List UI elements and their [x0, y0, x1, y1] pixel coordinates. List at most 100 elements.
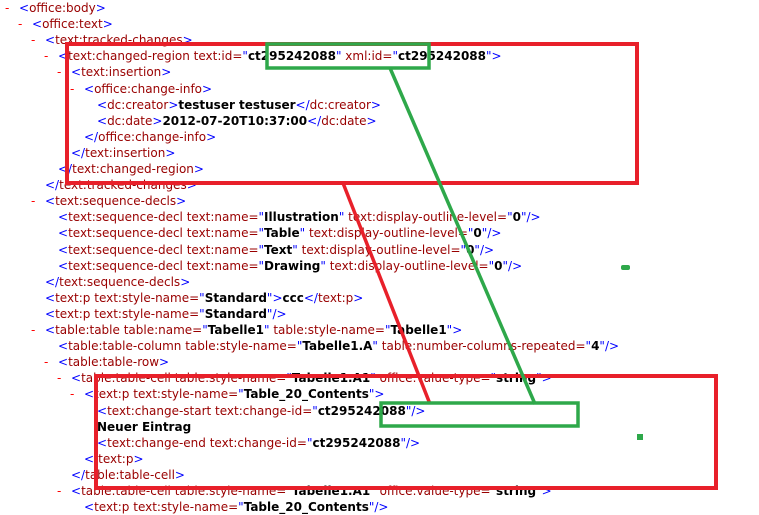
- xml-line-content: <text:tracked-changes>: [45, 32, 193, 48]
- xml-token-val: 0: [494, 258, 503, 273]
- xml-token-val: Table_20_Contents: [243, 500, 369, 515]
- xml-token-attr: text:style-name=: [133, 500, 239, 515]
- xml-line-content: <office:body>: [19, 0, 106, 16]
- xml-line-content: <table:table-cell table:style-name="Tabe…: [71, 483, 552, 499]
- xml-line-content: <office:text>: [32, 16, 113, 32]
- xml-line-content: <text:changed-region text:id="ct29524208…: [58, 48, 502, 64]
- xml-token-val: Drawing: [264, 258, 321, 273]
- xml-token-punc: >: [374, 387, 385, 402]
- xml-token-attr: text:display-outline-level=: [325, 258, 489, 273]
- collapse-toggle[interactable]: -: [31, 194, 36, 209]
- xml-token-val: Tabelle1.A1: [291, 484, 371, 498]
- xml-token-punc: </: [58, 162, 73, 176]
- xml-token-tag: dc:creator: [309, 97, 371, 112]
- collapse-toggle[interactable]: -: [57, 484, 62, 498]
- xml-token-punc: >: [541, 484, 552, 498]
- xml-line-content: <text:p text:style-name="Table_20_Conten…: [84, 386, 384, 402]
- xml-token-punc: />: [406, 435, 421, 450]
- collapse-toggle[interactable]: -: [5, 1, 10, 15]
- xml-token-punc: <: [58, 49, 69, 64]
- xml-token-tag: office:text: [42, 17, 103, 32]
- xml-token-attr: text:style-name=: [94, 290, 200, 305]
- xml-token-attr: text:display-outline-level=: [344, 210, 508, 225]
- xml-token-punc: ": [266, 290, 273, 305]
- xml-line-content: </text:sequence-decls>: [45, 274, 190, 290]
- xml-token-tag: text:tracked-changes: [55, 33, 183, 48]
- xml-token-attr: text:change-id=: [209, 435, 307, 450]
- xml-line-content: <text:sequence-decl text:name="Illustrat…: [58, 209, 541, 225]
- xml-token-punc: </: [84, 451, 99, 466]
- xml-token-punc: ": [299, 226, 306, 241]
- xml-token-val: string: [496, 371, 537, 386]
- xml-token-txt: testuser testuser: [178, 97, 296, 112]
- collapse-toggle[interactable]: -: [44, 49, 49, 64]
- xml-line-content: <text:insertion>: [71, 64, 171, 80]
- xml-token-punc: ": [296, 339, 303, 354]
- xml-token-tag: text:sequence-decl: [68, 210, 187, 225]
- xml-line-content: <table:table-row>: [58, 354, 169, 370]
- xml-token-tag: text:sequence-decls: [55, 194, 177, 209]
- xml-token-punc: ": [490, 484, 497, 498]
- xml-token-attr: text:display-outline-level=: [305, 226, 468, 241]
- xml-token-attr: text:style-name=: [133, 387, 239, 402]
- xml-token-val: ct295242088: [247, 49, 336, 64]
- collapse-toggle[interactable]: -: [70, 387, 75, 402]
- xml-token-punc: >: [206, 129, 217, 144]
- xml-token-tag: text:p: [94, 387, 134, 402]
- xml-token-punc: ": [199, 306, 205, 321]
- xml-line-content: <text:sequence-decl text:name="Text" tex…: [58, 242, 494, 258]
- xml-token-tag: text:sequence-decl: [68, 242, 187, 257]
- xml-token-tag: dc:date: [321, 113, 367, 128]
- xml-token-punc: <: [45, 290, 56, 305]
- xml-token-punc: ": [585, 339, 592, 354]
- xml-token-punc: >: [174, 467, 185, 482]
- xml-token-val: ct295242088: [317, 403, 406, 418]
- xml-token-val: Table_20_Contents: [243, 387, 369, 402]
- xml-token-attr: text:name=: [186, 226, 259, 241]
- xml-line-content: <text:sequence-decl text:name="Table" te…: [58, 225, 501, 241]
- xml-token-punc: >: [193, 162, 204, 176]
- xml-token-punc: <: [84, 500, 95, 515]
- xml-line-content: <text:change-end text:change-id="ct29524…: [97, 435, 420, 451]
- collapse-toggle[interactable]: -: [18, 17, 23, 32]
- xml-line-content: </office:change-info>: [84, 129, 216, 145]
- xml-line-content: </text:changed-region>: [58, 161, 204, 177]
- xml-token-punc: <: [58, 242, 69, 257]
- xml-line-content: <text:p text:style-name="Standard">ccc</…: [45, 290, 363, 306]
- collapse-toggle[interactable]: -: [31, 323, 36, 337]
- xml-token-punc: >: [165, 145, 176, 160]
- xml-line-content: <text:p text:style-name="Standard"/>: [45, 306, 287, 322]
- xml-token-punc: >: [159, 355, 170, 370]
- xml-token-val: ct295242088: [398, 49, 486, 64]
- xml-token-tag: office:body: [29, 1, 96, 15]
- xml-token-attr: table:number-columns-repeated=: [377, 339, 586, 354]
- xml-token-tag: text:p: [55, 306, 95, 321]
- xml-token-punc: <: [58, 258, 69, 273]
- xml-line-content: <text:sequence-decls>: [45, 193, 186, 209]
- xml-token-val: ct295242088: [312, 435, 401, 450]
- xml-token-punc: ": [238, 500, 244, 515]
- xml-token-punc: >: [182, 33, 193, 48]
- xml-token-tag: text:insertion: [85, 145, 166, 160]
- xml-token-punc: ": [263, 323, 270, 337]
- collapse-toggle[interactable]: -: [31, 33, 36, 48]
- xml-token-punc: <: [58, 355, 69, 370]
- xml-token-tag: dc:date: [107, 113, 153, 128]
- collapse-toggle[interactable]: -: [44, 355, 49, 370]
- xml-token-val: 0: [512, 210, 521, 225]
- xml-token-attr: table:name=: [123, 323, 203, 337]
- xml-token-punc: ": [266, 306, 273, 321]
- xml-token-attr: text:style-name=: [94, 306, 200, 321]
- collapse-toggle[interactable]: -: [57, 65, 62, 80]
- xml-token-punc: />: [272, 306, 287, 321]
- xml-token-punc: >: [202, 81, 213, 96]
- xml-token-punc: <: [84, 81, 95, 96]
- collapse-toggle[interactable]: -: [57, 371, 62, 386]
- xml-line-content: <dc:date>2012-07-20T10:37:00</dc:date>: [97, 113, 377, 129]
- xml-token-punc: <: [32, 17, 43, 32]
- collapse-toggle[interactable]: -: [70, 81, 75, 96]
- xml-token-tag: text:p: [94, 500, 134, 515]
- xml-token-punc: <: [71, 371, 82, 386]
- xml-token-tag: text:sequence-decl: [68, 226, 187, 241]
- xml-token-punc: >: [152, 113, 163, 128]
